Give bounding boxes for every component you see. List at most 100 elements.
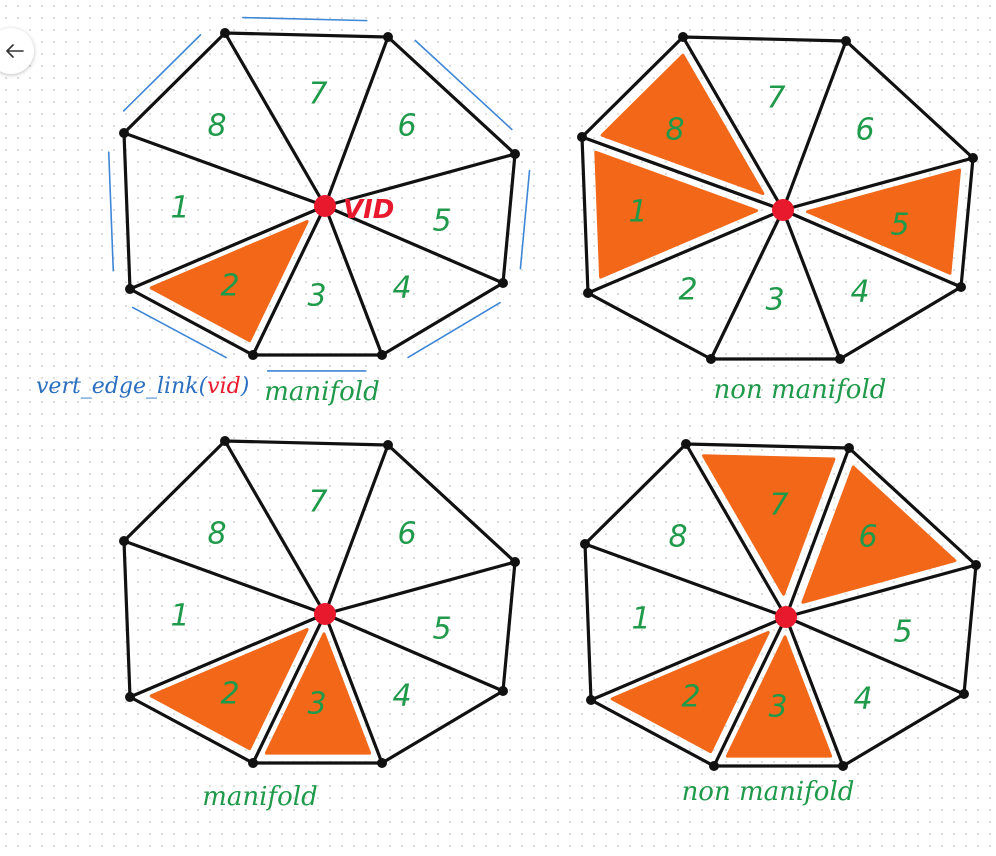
rim-edge xyxy=(583,542,593,702)
vertex-dot xyxy=(125,284,135,294)
face-number-8: 8 xyxy=(668,520,687,555)
spoke-edge xyxy=(781,208,842,361)
face-number-2: 2 xyxy=(681,680,700,715)
face-number-1: 1 xyxy=(628,195,647,230)
rim-edge xyxy=(959,156,975,289)
spoke-edge xyxy=(583,542,788,619)
face-number-1: 1 xyxy=(170,191,189,226)
diagram-caption: non manifold xyxy=(714,375,887,405)
vertex-dot xyxy=(678,32,688,42)
vertex-dot xyxy=(125,692,135,702)
vid-label: VID xyxy=(343,195,394,225)
rim-edge xyxy=(589,698,716,768)
spoke-edge xyxy=(781,208,963,289)
rim-edge xyxy=(223,31,390,39)
vertex-dot xyxy=(498,278,508,288)
spoke-edge xyxy=(122,539,327,616)
face-number-6: 6 xyxy=(855,113,874,148)
vertex-dot xyxy=(583,288,593,298)
face-number-4: 4 xyxy=(853,682,872,717)
vertex-dot xyxy=(959,689,969,699)
vertex-dot xyxy=(968,153,978,163)
rim-edge xyxy=(380,281,505,357)
face-number-7: 7 xyxy=(308,77,327,112)
vertex-dot xyxy=(841,36,851,46)
spoke-edge xyxy=(681,35,785,212)
spoke-edge xyxy=(589,615,788,702)
rim-edge xyxy=(847,446,978,567)
highlighted-face-8 xyxy=(600,53,765,196)
spoke-edge xyxy=(323,612,384,765)
face-number-1: 1 xyxy=(170,599,189,634)
vertex-dot xyxy=(838,761,848,771)
vertex-dot xyxy=(971,560,981,570)
face-number-5: 5 xyxy=(432,204,451,239)
rim-edge xyxy=(128,287,255,357)
highlighted-face-3 xyxy=(264,632,372,755)
vertex-dot xyxy=(383,32,393,42)
spoke-edge xyxy=(251,204,327,357)
highlighted-face-2 xyxy=(149,627,309,751)
face-number-3: 3 xyxy=(765,283,784,318)
rim-edge xyxy=(838,285,963,361)
face-number-7: 7 xyxy=(308,485,327,520)
face-number-4: 4 xyxy=(850,275,869,310)
face-number-5: 5 xyxy=(432,612,451,647)
vertex-dot xyxy=(510,557,520,567)
back-button[interactable] xyxy=(0,28,34,74)
spoke-edge xyxy=(784,446,851,619)
spoke-edge xyxy=(684,442,788,619)
vertex-dot xyxy=(510,149,520,159)
spoke-edge xyxy=(709,208,785,361)
face-number-8: 8 xyxy=(207,517,226,552)
rim-edge xyxy=(681,35,848,43)
vertex-dot xyxy=(377,350,387,360)
highlighted-face-2 xyxy=(149,219,309,343)
vertex-dot xyxy=(956,282,966,292)
face-number-7: 7 xyxy=(769,488,788,523)
vertex-dot xyxy=(681,439,691,449)
rim-edge xyxy=(844,39,975,160)
face-number-6: 6 xyxy=(858,520,877,555)
spoke-edge xyxy=(323,204,384,357)
link-edge-stroke xyxy=(107,151,115,272)
rim-edge xyxy=(501,152,517,285)
face-number-2: 2 xyxy=(220,269,239,304)
highlighted-face-5 xyxy=(806,168,962,275)
rim-edge xyxy=(841,692,966,768)
face-number-3: 3 xyxy=(307,279,326,314)
spoke-edge xyxy=(128,204,327,291)
spoke-edge xyxy=(323,35,390,208)
rim-edge xyxy=(223,439,390,447)
face-number-1: 1 xyxy=(631,602,650,637)
vertex-dot xyxy=(377,758,387,768)
rim-edge xyxy=(122,539,132,699)
face-number-7: 7 xyxy=(766,81,785,116)
face-number-5: 5 xyxy=(890,208,909,243)
spoke-edge xyxy=(122,131,327,208)
center-vertex xyxy=(314,603,336,625)
spoke-edge xyxy=(323,152,517,208)
vert-edge-link-label: vert_edge_link(vid) xyxy=(36,374,249,399)
vertex-dot xyxy=(577,132,587,142)
highlighted-face-2 xyxy=(610,630,770,754)
spoke-edge xyxy=(586,208,785,295)
spoke-edge xyxy=(323,204,505,285)
face-number-3: 3 xyxy=(307,687,326,722)
vertex-dot xyxy=(498,686,508,696)
spoke-edge xyxy=(784,563,978,619)
spoke-edge xyxy=(712,615,788,768)
vertex-dot xyxy=(220,28,230,38)
face-number-6: 6 xyxy=(397,517,416,552)
face-number-8: 8 xyxy=(207,109,226,144)
link-edge-stroke xyxy=(414,39,513,131)
rim-edge xyxy=(586,291,713,361)
center-vertex xyxy=(772,199,794,221)
vertex-dot xyxy=(586,695,596,705)
spoke-edge xyxy=(128,612,327,699)
spoke-edge xyxy=(323,443,390,616)
spoke-edge xyxy=(784,615,966,696)
